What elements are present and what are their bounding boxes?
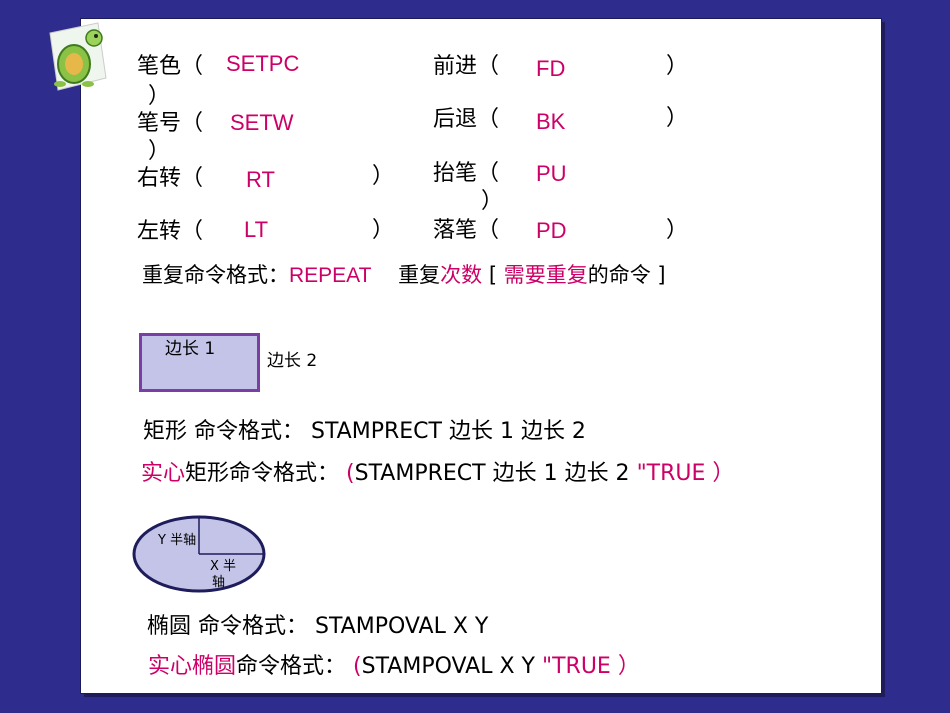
rect-side1-label: 边长 1: [165, 339, 216, 359]
filled-oval-true: "TRUE ）: [541, 654, 640, 679]
filled-rect-command-line: 实心矩形命令格式： (STAMPRECT 边长 1 边长 2 "TRUE ）: [141, 463, 734, 485]
ellipse-demo: [132, 515, 266, 593]
back-label: 后退（: [433, 107, 500, 132]
ellipse-x-axis-label-2: 轴: [212, 575, 226, 590]
filled-oval-solid: 实心椭圆: [148, 654, 237, 679]
pen-down-code: PD: [536, 218, 567, 243]
pen-width-code: SETW: [230, 110, 294, 135]
forward-label: 前进（: [433, 54, 500, 79]
rect-command-line: 矩形 命令格式： STAMPRECT 边长 1 边长 2: [143, 419, 586, 444]
repeat-times: 次数: [440, 263, 483, 287]
repeat-prefix: 重复命令格式：: [142, 263, 289, 287]
right-turn-code: RT: [246, 167, 275, 192]
filled-rect-paren: (: [346, 461, 355, 486]
filled-oval-paren: (: [353, 654, 362, 679]
left-turn-close: ）: [372, 218, 395, 243]
turtle-logo-icon: [49, 22, 107, 91]
back-close: ）: [666, 106, 689, 131]
ellipse-y-axis-label: Y 半轴: [158, 533, 197, 548]
pen-width-close: ）: [148, 139, 171, 164]
pen-down-label: 落笔（: [433, 218, 500, 243]
slide-shadow-right: [881, 22, 885, 694]
left-turn-code: LT: [244, 217, 269, 242]
pen-up-close: ）: [481, 189, 504, 214]
filled-oval-command-line: 实心椭圆命令格式： (STAMPOVAL X Y "TRUE ）: [148, 656, 640, 678]
pen-color-close: ）: [148, 84, 171, 109]
repeat-needs: 需要重复: [503, 263, 588, 287]
pen-up-code: PU: [536, 161, 567, 186]
pen-color-code: SETPC: [226, 51, 300, 76]
forward-close: ）: [666, 54, 689, 79]
repeat-text1: 重复: [398, 263, 441, 287]
filled-rect-body: STAMPRECT 边长 1 边长 2: [354, 461, 637, 486]
repeat-command-line: 重复命令格式：REPEAT 重复次数 [ 需要重复的命令 ]: [142, 263, 666, 287]
right-turn-close: ）: [372, 164, 395, 189]
repeat-text2: 的命令 ]: [587, 263, 666, 287]
filled-rect-solid: 实心: [141, 461, 186, 486]
repeat-code: REPEAT: [289, 264, 372, 287]
right-turn-label: 右转（: [137, 166, 204, 191]
rect-side2-label: 边长 2: [267, 351, 318, 371]
slide-shadow-bottom: [84, 693, 885, 697]
rectangle-demo: [139, 333, 260, 392]
left-turn-label: 左转（: [137, 219, 204, 244]
repeat-bracket: [: [482, 263, 504, 287]
oval-command-line: 椭圆 命令格式： STAMPOVAL X Y: [147, 614, 489, 639]
pen-down-close: ）: [666, 218, 689, 243]
filled-oval-text: 命令格式：: [236, 654, 354, 679]
filled-rect-text: 矩形命令格式：: [185, 461, 347, 486]
forward-code: FD: [536, 56, 566, 81]
back-code: BK: [536, 109, 566, 134]
filled-oval-body: STAMPOVAL X Y: [361, 654, 542, 679]
ellipse-x-axis-label-1: X 半: [210, 559, 237, 574]
pen-up-label: 抬笔（: [433, 161, 500, 186]
pen-width-label: 笔号（: [137, 111, 204, 136]
filled-rect-true: "TRUE ）: [636, 461, 735, 486]
pen-color-label: 笔色（: [137, 54, 204, 79]
